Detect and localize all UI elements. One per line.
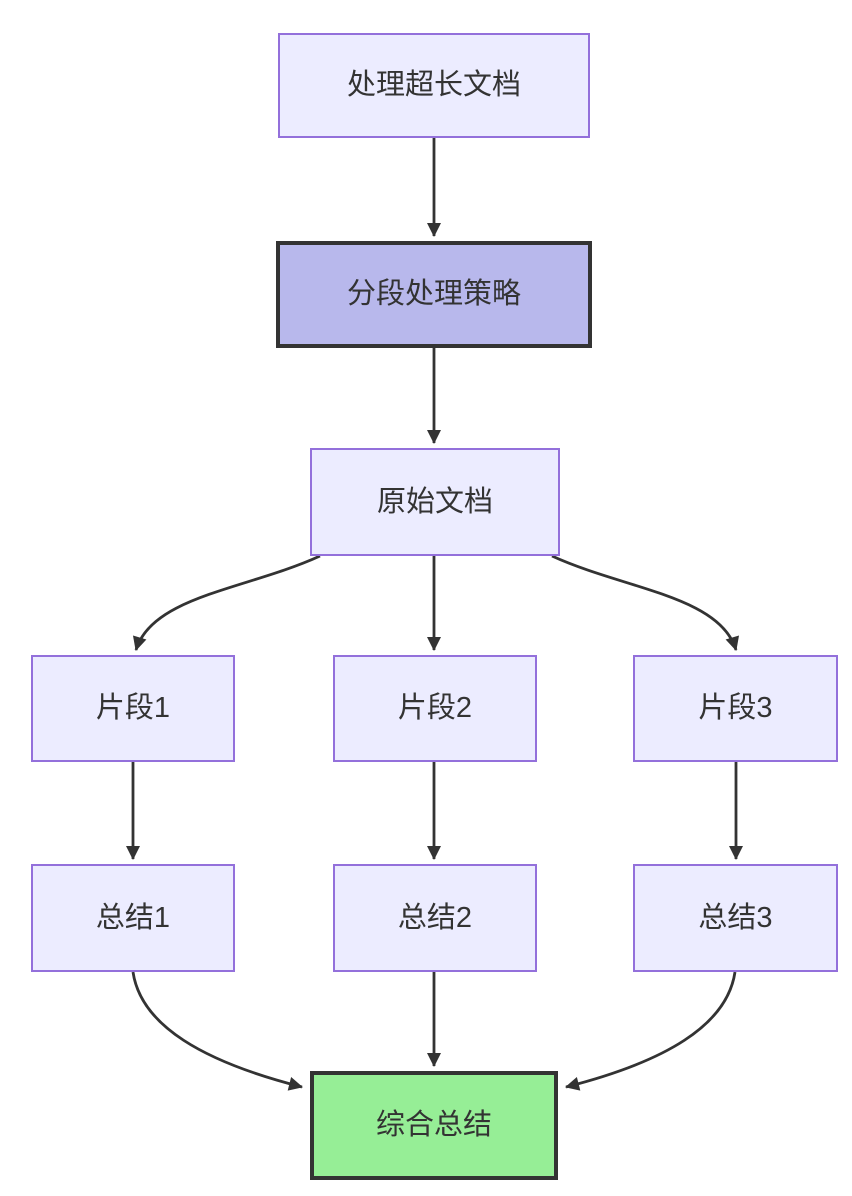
node-segment-2: 片段2 bbox=[333, 655, 537, 762]
node-process-long-document-label: 处理超长文档 bbox=[346, 69, 521, 102]
node-segmentation-strategy-label: 分段处理策略 bbox=[346, 278, 521, 311]
node-summary-3: 总结3 bbox=[633, 864, 838, 972]
node-segmentation-strategy: 分段处理策略 bbox=[276, 241, 592, 348]
node-segment-3: 片段3 bbox=[633, 655, 838, 762]
edge-original-seg1 bbox=[133, 554, 321, 651]
node-segment-3-label: 片段3 bbox=[698, 692, 773, 725]
node-segment-1-label: 片段1 bbox=[95, 692, 171, 725]
edge-original-seg3 bbox=[551, 554, 739, 651]
node-original-document-label: 原始文档 bbox=[376, 485, 493, 518]
node-summary-2-label: 总结2 bbox=[397, 901, 473, 934]
node-segment-1: 片段1 bbox=[31, 655, 235, 762]
node-segment-2-label: 片段2 bbox=[397, 692, 473, 725]
edge-sum1-final bbox=[131, 971, 303, 1091]
node-summary-2: 总结2 bbox=[333, 864, 537, 972]
node-combined-summary-label: 综合总结 bbox=[375, 1109, 492, 1142]
node-original-document: 原始文档 bbox=[310, 448, 560, 556]
node-summary-1: 总结1 bbox=[31, 864, 235, 972]
node-summary-3-label: 总结3 bbox=[698, 901, 773, 934]
node-summary-1-label: 总结1 bbox=[95, 901, 171, 934]
node-combined-summary: 综合总结 bbox=[310, 1071, 558, 1180]
edge-sum3-final bbox=[565, 971, 737, 1091]
node-process-long-document: 处理超长文档 bbox=[278, 33, 590, 138]
